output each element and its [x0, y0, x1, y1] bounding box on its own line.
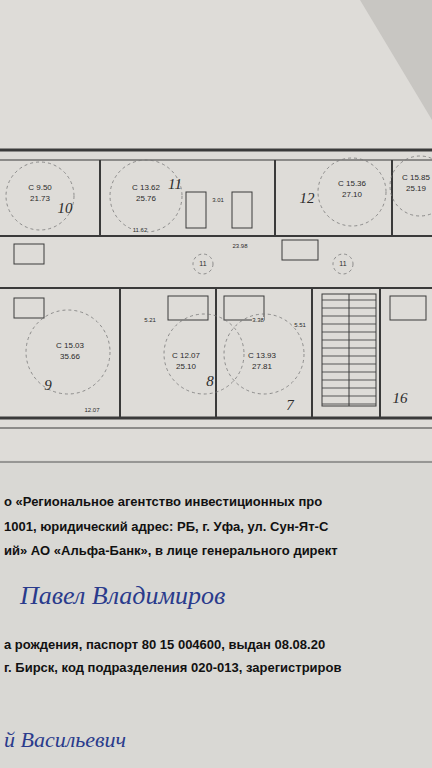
document-line: г. Бирск, код подразделения 020-013, зар… — [4, 661, 341, 675]
apartment-number: 12 — [300, 190, 315, 207]
dimension-label: 23.98 — [232, 243, 247, 250]
apartment-number: 9 — [44, 377, 52, 394]
apartment-number: 7 — [286, 397, 294, 414]
dimension-label: 5.51 — [294, 322, 306, 329]
area-label: 25.10 — [176, 363, 196, 372]
area-label: 25.19 — [406, 185, 426, 194]
handwritten-signature: й Васильевич — [4, 728, 126, 752]
dimension-label: 12.07 — [84, 407, 99, 414]
area-label: С 13.62 — [132, 184, 160, 193]
apartment-number: 16 — [393, 390, 408, 407]
area-label: 27.10 — [342, 191, 362, 200]
area-label: С 15.03 — [56, 342, 84, 351]
document-line: ий» АО «Альфа-Банк», в лице генерального… — [4, 544, 338, 558]
dimension-label: 11.62 — [133, 227, 148, 234]
document-line: а рождения, паспорт 80 15 004600, выдан … — [4, 638, 325, 652]
dimension-label: 3.01 — [212, 197, 224, 204]
plan-sheet — [0, 0, 432, 460]
area-circles — [6, 156, 432, 394]
area-label: 25.76 — [136, 195, 156, 204]
walls — [0, 150, 432, 428]
area-label: 11 — [199, 260, 206, 268]
area-label: 35.66 — [60, 353, 80, 362]
area-label: С 9.50 — [28, 184, 52, 193]
area-label: С 13.93 — [248, 352, 276, 361]
sheet-edge — [0, 462, 432, 463]
paper-shadow — [360, 0, 432, 120]
handwritten-signature: Павел Владимиров — [20, 582, 225, 611]
document-line: о «Региональное агентство инвестиционных… — [4, 495, 322, 509]
area-label: С 12.07 — [172, 352, 200, 361]
area-label: С 15.36 — [338, 180, 366, 189]
apartment-number: 11 — [168, 176, 182, 193]
area-label: С 15.85 — [402, 174, 430, 183]
area-label: 27.81 — [252, 363, 272, 372]
dimension-label: 3.38 — [252, 317, 264, 324]
dimension-label: 5.21 — [144, 317, 156, 324]
apartment-number: 10 — [58, 200, 73, 217]
apartment-number: 8 — [206, 373, 214, 390]
area-label: 11 — [339, 260, 346, 268]
area-label: 21.73 — [30, 195, 50, 204]
document-line: 1001, юридический адрес: РБ, г. Уфа, ул.… — [4, 520, 328, 534]
